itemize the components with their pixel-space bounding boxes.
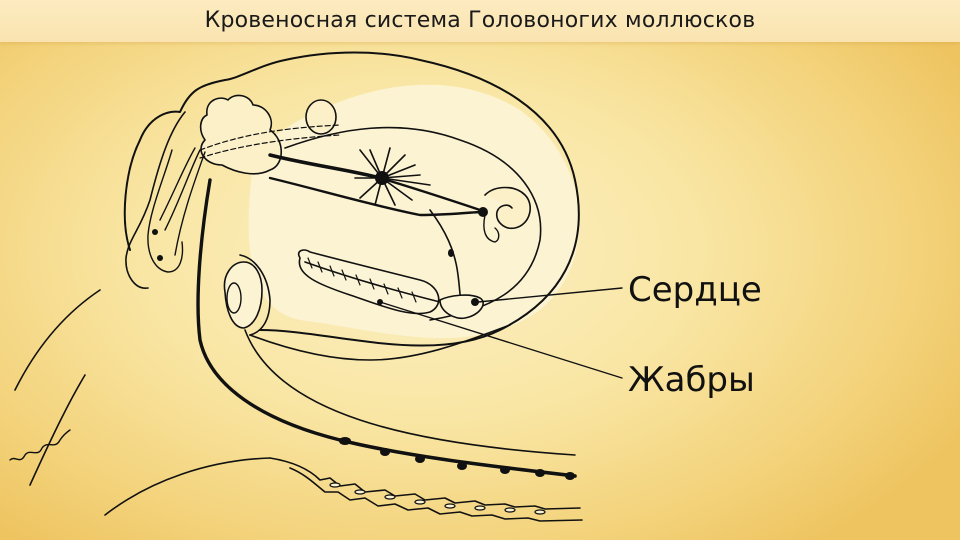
mantle-lower	[249, 324, 511, 361]
gill	[297, 249, 440, 315]
coiled-organ	[484, 186, 531, 230]
segmented-band-top	[269, 457, 581, 510]
left-contour-2	[29, 374, 86, 486]
lower-vessel-thin	[244, 329, 576, 456]
heart-pointer	[477, 287, 623, 303]
gills-pointer	[379, 301, 623, 379]
arm-node-2	[157, 255, 163, 261]
funnel	[223, 261, 263, 329]
funnel-opening	[226, 282, 242, 314]
heart-node	[471, 298, 479, 306]
nerve-bundle-3	[159, 147, 196, 221]
segmented-band-bottom	[289, 467, 583, 522]
label-gills: Жабры	[628, 360, 755, 400]
body-outline	[123, 51, 580, 347]
lower-contour	[104, 457, 271, 516]
wavy-edge	[9, 429, 71, 461]
vessel-beads	[339, 437, 575, 480]
left-contour	[14, 289, 101, 391]
brain-lobe	[199, 94, 283, 175]
arm-inner	[147, 149, 184, 273]
vessel-node	[448, 249, 454, 257]
arm-node-1	[152, 229, 158, 235]
arm-outline	[125, 111, 186, 289]
label-heart: Сердце	[628, 270, 762, 310]
vena-cava	[196, 178, 342, 442]
statocyst	[305, 99, 337, 135]
nerve-bundle-2	[174, 151, 206, 256]
title-bar	[0, 0, 960, 42]
coil-stalk	[483, 214, 500, 243]
dashed-nerve-1	[199, 124, 341, 151]
nerve-bundle	[164, 149, 201, 231]
gill-ticks	[307, 257, 417, 303]
branch-node	[478, 207, 488, 217]
funnel-rim	[239, 254, 271, 336]
aorta-to-heart	[378, 176, 482, 212]
starburst-core	[375, 171, 389, 185]
segment-holes	[329, 482, 546, 515]
dashed-nerve-2	[199, 134, 341, 159]
vessel-lower	[268, 176, 487, 217]
aorta-thick	[268, 153, 382, 180]
mantle-outline	[284, 126, 542, 321]
slide-title: Кровеносная система Головоногих моллюско…	[204, 8, 756, 33]
